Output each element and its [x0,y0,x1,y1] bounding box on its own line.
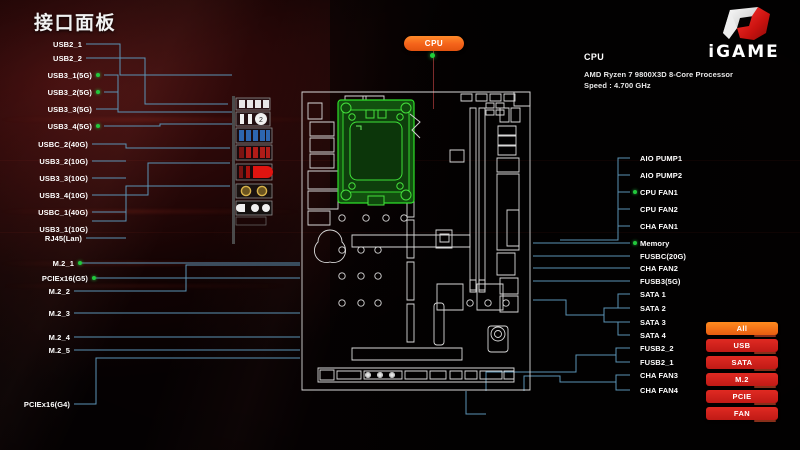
label-fusbc-20g[interactable]: FUSBC(20G) [640,252,687,261]
label-cha-fan4[interactable]: CHA FAN4 [640,386,679,395]
label-m2-4[interactable]: M.2_4 [48,333,70,342]
label-cha-fan1[interactable]: CHA FAN1 [640,222,679,231]
label-m2-3[interactable]: M.2_3 [48,309,70,318]
label-fusb3-5g[interactable]: FUSB3(5G) [640,277,681,286]
label-pciex16-g5[interactable]: PCIEx16(G5) [41,274,88,283]
label-dot-pciex16-g5 [92,276,96,280]
label-m2-1[interactable]: M.2_1 [52,259,74,268]
label-cpu-fan1[interactable]: CPU FAN1 [640,188,678,197]
label-sata-2[interactable]: SATA 2 [640,304,666,313]
cpu-info-panel: CPU AMD Ryzen 7 9800X3D 8-Core Processor… [584,52,733,90]
label-sata-4[interactable]: SATA 4 [640,331,666,340]
label-pciex16-g4[interactable]: PCIEx16(G4) [23,400,70,409]
filter-button-m2[interactable]: M.2 [706,373,778,388]
cpu-badge[interactable]: CPU [404,36,464,51]
label-aio-pump1[interactable]: AIO PUMP1 [640,154,683,163]
label-m2-5[interactable]: M.2_5 [48,346,70,355]
filter-button-fan[interactable]: FAN [706,407,778,422]
cpu-info-heading: CPU [584,52,605,62]
label-usb3-3-5g[interactable]: USB3_3(5G) [47,105,92,114]
label-usb3-4-10g[interactable]: USB3_4(10G) [39,191,88,200]
label-cha-fan2[interactable]: CHA FAN2 [640,264,679,273]
label-usb3-3-10g[interactable]: USB3_3(10G) [39,174,88,183]
filter-button-all[interactable]: All [706,322,778,337]
label-dot-usb3-4-5g [96,124,100,128]
svg-text:2: 2 [259,117,263,124]
filter-button-pcie[interactable]: PCIE [706,390,778,405]
label-usbc-1-40g[interactable]: USBC_1(40G) [38,208,88,217]
label-dot-memory [633,241,637,245]
igame-logo: iGAME [696,2,792,64]
label-usbc-2-40g[interactable]: USBC_2(40G) [38,140,88,149]
cpu-badge-stem [433,51,434,109]
filter-button-group: All USB SATA M.2 PCIE FAN [706,322,778,424]
label-cha-fan3[interactable]: CHA FAN3 [640,371,679,380]
label-usb3-1-5g[interactable]: USB3_1(5G) [47,71,92,80]
label-rj45-lan[interactable]: RJ45(Lan) [44,234,82,243]
igame-logo-mark [723,7,770,40]
label-dot-usb3-2-5g [96,90,100,94]
label-usb2-1[interactable]: USB2_1 [53,40,82,49]
label-usb3-1-10g[interactable]: USB3_1(10G) [39,225,88,234]
cpu-info-model: AMD Ryzen 7 9800X3D 8-Core Processor [584,70,734,79]
io-shield: 2 [228,96,278,244]
motherboard-diagram [300,90,530,390]
label-dot-usb3-1-5g [96,73,100,77]
label-memory[interactable]: Memory [640,239,670,248]
page-title: 接口面板 [34,12,117,34]
filter-button-usb[interactable]: USB [706,339,778,354]
label-dot-m2-1 [78,261,82,265]
cpu-socket [338,100,420,205]
label-sata-3[interactable]: SATA 3 [640,318,666,327]
label-cpu-fan2[interactable]: CPU FAN2 [640,205,678,214]
label-dot-cpu-fan1 [633,190,637,194]
label-aio-pump2[interactable]: AIO PUMP2 [640,171,683,180]
label-usb3-2-5g[interactable]: USB3_2(5G) [47,88,92,97]
label-sata-1[interactable]: SATA 1 [640,290,666,299]
label-m2-2[interactable]: M.2_2 [48,287,70,296]
label-fusb2-2[interactable]: FUSB2_2 [640,344,674,353]
motherboard-graphic [300,90,532,392]
cpu-badge-dot [430,53,435,58]
cpu-info-speed: Speed : 4.700 GHz [584,81,651,90]
label-usb3-2-10g[interactable]: USB3_2(10G) [39,157,88,166]
label-usb3-4-5g[interactable]: USB3_4(5G) [47,122,92,131]
io-shield-graphic: 2 [232,96,273,244]
filter-button-sata[interactable]: SATA [706,356,778,371]
igame-logo-text: iGAME [708,42,780,62]
label-fusb2-1[interactable]: FUSB2_1 [640,358,674,367]
label-usb2-2[interactable]: USB2_2 [53,54,82,63]
